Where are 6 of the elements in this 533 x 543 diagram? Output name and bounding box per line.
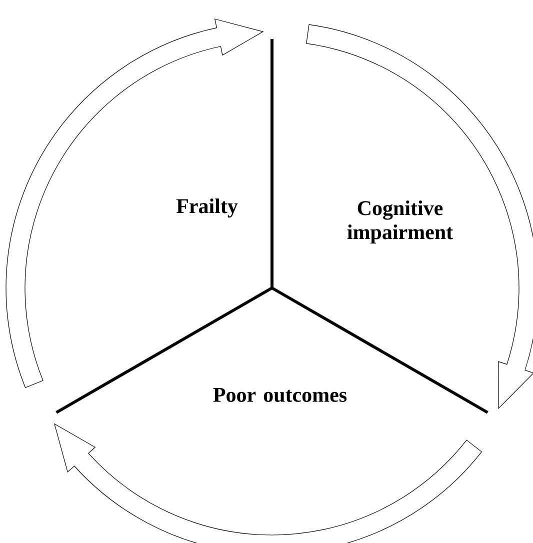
curved-arrow [54, 424, 482, 543]
sector-label: Frailty [176, 198, 238, 218]
curved-arrow [6, 18, 264, 388]
curved-arrow [306, 24, 533, 409]
sector-label: Poor outcomes [213, 388, 347, 402]
sector-label: Cognitive impairment [347, 200, 453, 244]
